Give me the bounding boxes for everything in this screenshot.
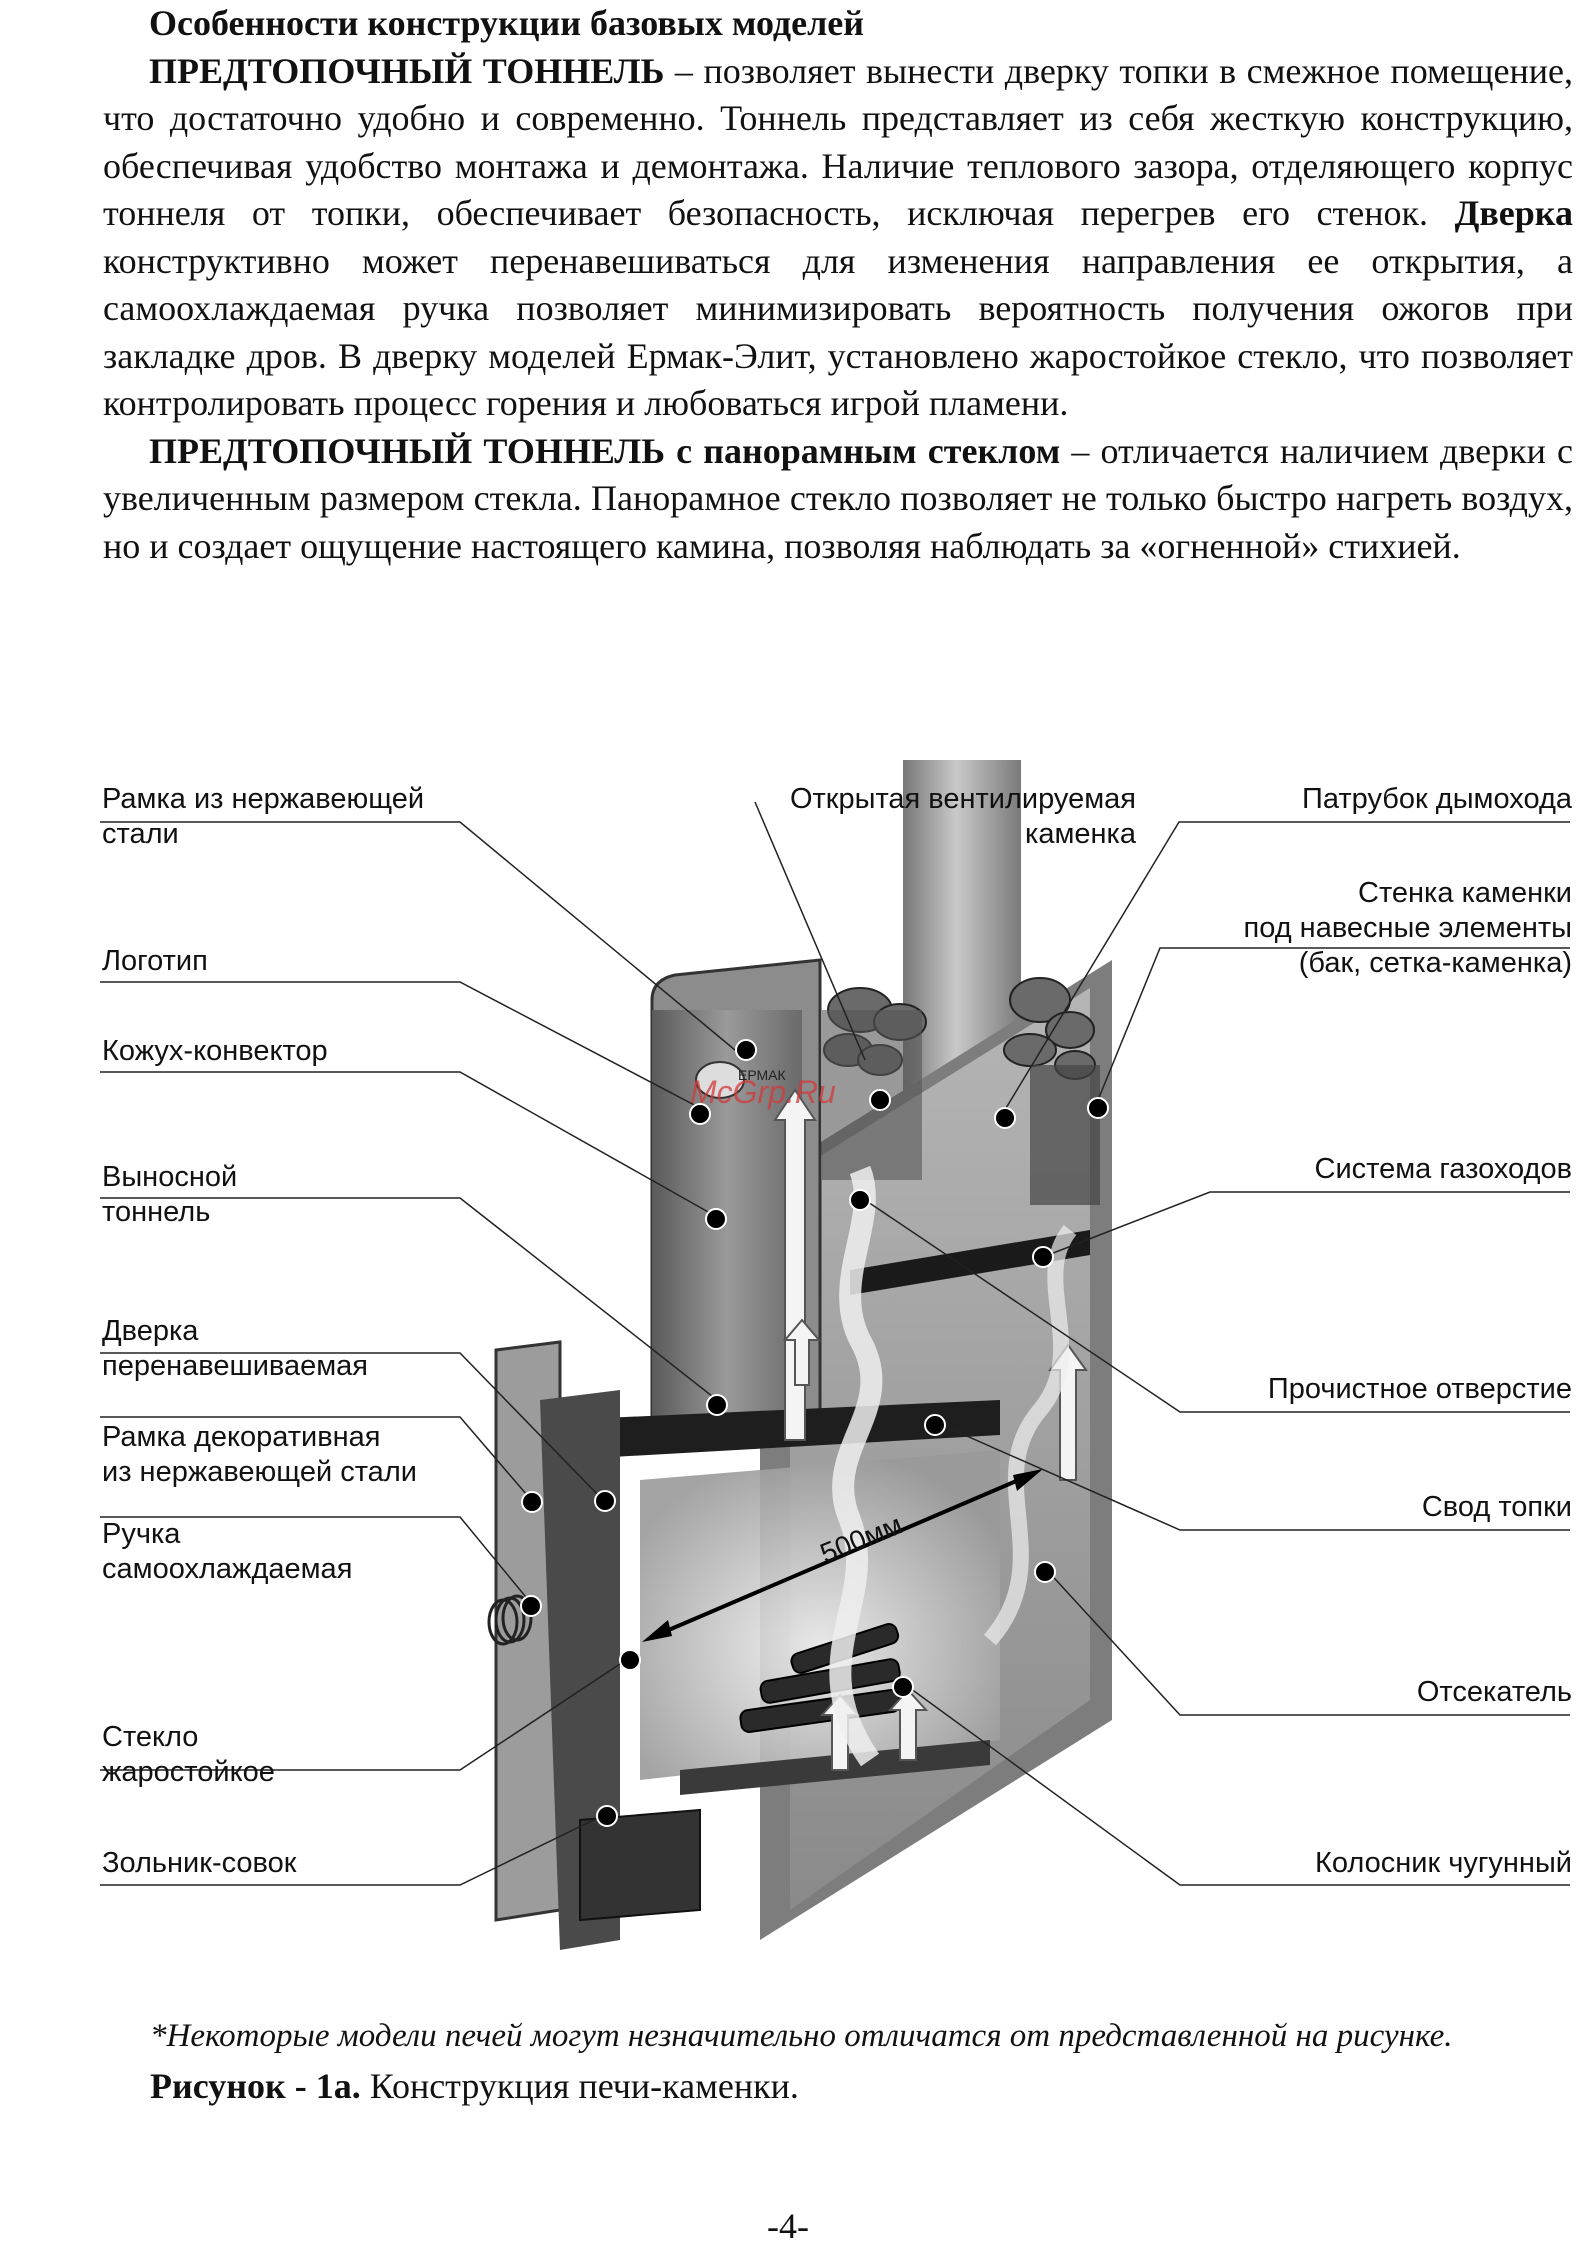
paragraph-panoramic: ПРЕДТОПОЧНЫЙ ТОННЕЛЬ с панорамным стекло… — [103, 428, 1573, 571]
stove-diagram: ЕРМАК 500мм McGrp.Ru — [0, 760, 1576, 1960]
label-remote-tunnel: Выносной тоннель — [102, 1161, 238, 1228]
furnace-vault — [560, 1400, 1000, 1460]
paragraph-panoramic-text: – отличается наличием дверки с увеличенн… — [103, 430, 1573, 566]
label-heat-resistant-glass: Стекло жаростойкое — [102, 1721, 275, 1788]
label-logo: Логотип — [102, 945, 208, 977]
gas-duct-plate — [850, 1230, 1090, 1295]
label-convector-casing: Кожух-конвектор — [102, 1035, 328, 1067]
label-reversible-door: Дверка перенавешиваемая — [102, 1315, 369, 1382]
page-number: -4- — [767, 2206, 809, 2246]
label-cutoff: Отсекатель — [1416, 1676, 1572, 1708]
figure-caption-label: Рисунок - 1а. — [150, 2066, 361, 2106]
figure-caption: Рисунок - 1а. Конструкция печи-каменки. — [150, 2065, 799, 2107]
stone-wall — [1030, 1065, 1100, 1205]
paragraph-tunnel: ПРЕДТОПОЧНЫЙ ТОННЕЛЬ – позволяет вынести… — [103, 48, 1573, 428]
label-furnace-vault: Свод топки — [1421, 1491, 1572, 1523]
logo-text: ЕРМАК — [738, 1067, 787, 1083]
figure-caption-text: Конструкция печи-каменки. — [360, 2066, 799, 2106]
label-frame-stainless: Рамка из нержавеющей стали — [102, 783, 425, 850]
term-panoramic: ПРЕДТОПОЧНЫЙ ТОННЕЛЬ с панорамным стекло… — [149, 430, 1061, 471]
watermark: McGrp.Ru — [690, 1074, 836, 1110]
term-door: Дверка — [1454, 193, 1573, 233]
label-gas-duct-system: Система газоходов — [1314, 1153, 1573, 1185]
label-open-heater: Открытая вентилируемая каменка — [789, 783, 1136, 850]
self-cooling-handle — [487, 1594, 533, 1646]
term-tunnel: ПРЕДТОПОЧНЫЙ ТОННЕЛЬ — [149, 50, 665, 91]
paragraph-tunnel-text-a: – позволяет вынести дверку топки в смежн… — [103, 50, 1574, 234]
label-cleaning-hole: Прочистное отверстие — [1267, 1373, 1572, 1405]
label-cast-iron-grate: Колосник чугунный — [1315, 1847, 1572, 1879]
paragraph-tunnel-text-b: конструктивно может перенавешиваться для… — [103, 240, 1573, 424]
leader-lines — [100, 801, 1570, 1886]
label-stone-wall: Стенка каменки под навесные элементы (ба… — [1243, 877, 1573, 979]
smoke-swirl — [829, 1165, 883, 1767]
stove-illustration: ЕРМАК 500мм McGrp.Ru — [100, 760, 1570, 1950]
footnote: *Некоторые модели печей могут незначител… — [150, 2018, 1453, 2054]
label-self-cooling-handle: Ручка самоохлаждаемая — [102, 1518, 353, 1585]
label-chimney-pipe: Патрубок дымохода — [1302, 783, 1572, 815]
callout-dots — [520, 1039, 1109, 1827]
label-decorative-frame: Рамка декоративная из нержавеющей стали — [102, 1421, 417, 1488]
dimension-arrow — [642, 1469, 1043, 1642]
section-heading: Особенности конструкции базовых моделей — [149, 3, 865, 43]
logo-badge — [695, 1061, 745, 1099]
body-text: Особенности конструкции базовых моделей … — [103, 0, 1573, 570]
firebox-glass — [640, 1450, 1000, 1780]
ash-pan — [579, 1808, 701, 1922]
label-ash-pan: Зольник-совок — [102, 1847, 297, 1879]
